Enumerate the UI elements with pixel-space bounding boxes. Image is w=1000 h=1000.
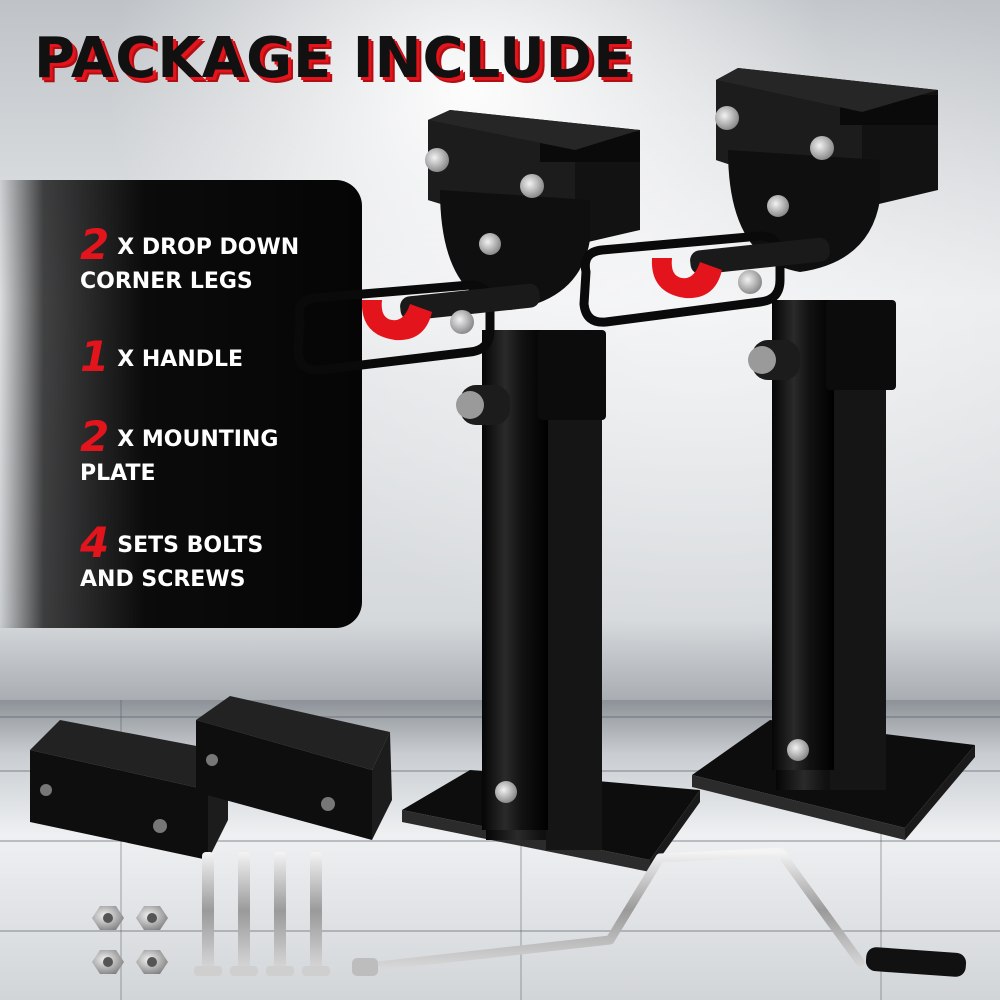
item-label: X MOUNTING [117, 427, 279, 452]
item-quantity: 2 [80, 412, 110, 461]
headline: PACKAGE INCLUDE [34, 26, 633, 91]
bolts-and-nuts [92, 852, 330, 976]
item-quantity: 4 [80, 518, 110, 567]
floor-gap [520, 700, 522, 1000]
crank-handle [352, 847, 967, 977]
item-label-line2: CORNER LEGS [80, 269, 253, 294]
floor-line [0, 930, 1000, 932]
corner-leg-left [293, 110, 700, 872]
item-label-line2: AND SCREWS [80, 567, 246, 592]
item-label: X HANDLE [117, 347, 244, 372]
item-label: X DROP DOWN [117, 235, 300, 260]
floor-gap [120, 700, 122, 1000]
item-quantity: 2 [80, 220, 110, 269]
item-label-line2: PLATE [80, 461, 156, 486]
item-label: SETS BOLTS [117, 533, 264, 558]
mounting-plate-right [196, 696, 392, 840]
item-quantity: 1 [80, 332, 110, 381]
floor-gap [880, 700, 882, 1000]
corner-leg-right [579, 68, 975, 840]
